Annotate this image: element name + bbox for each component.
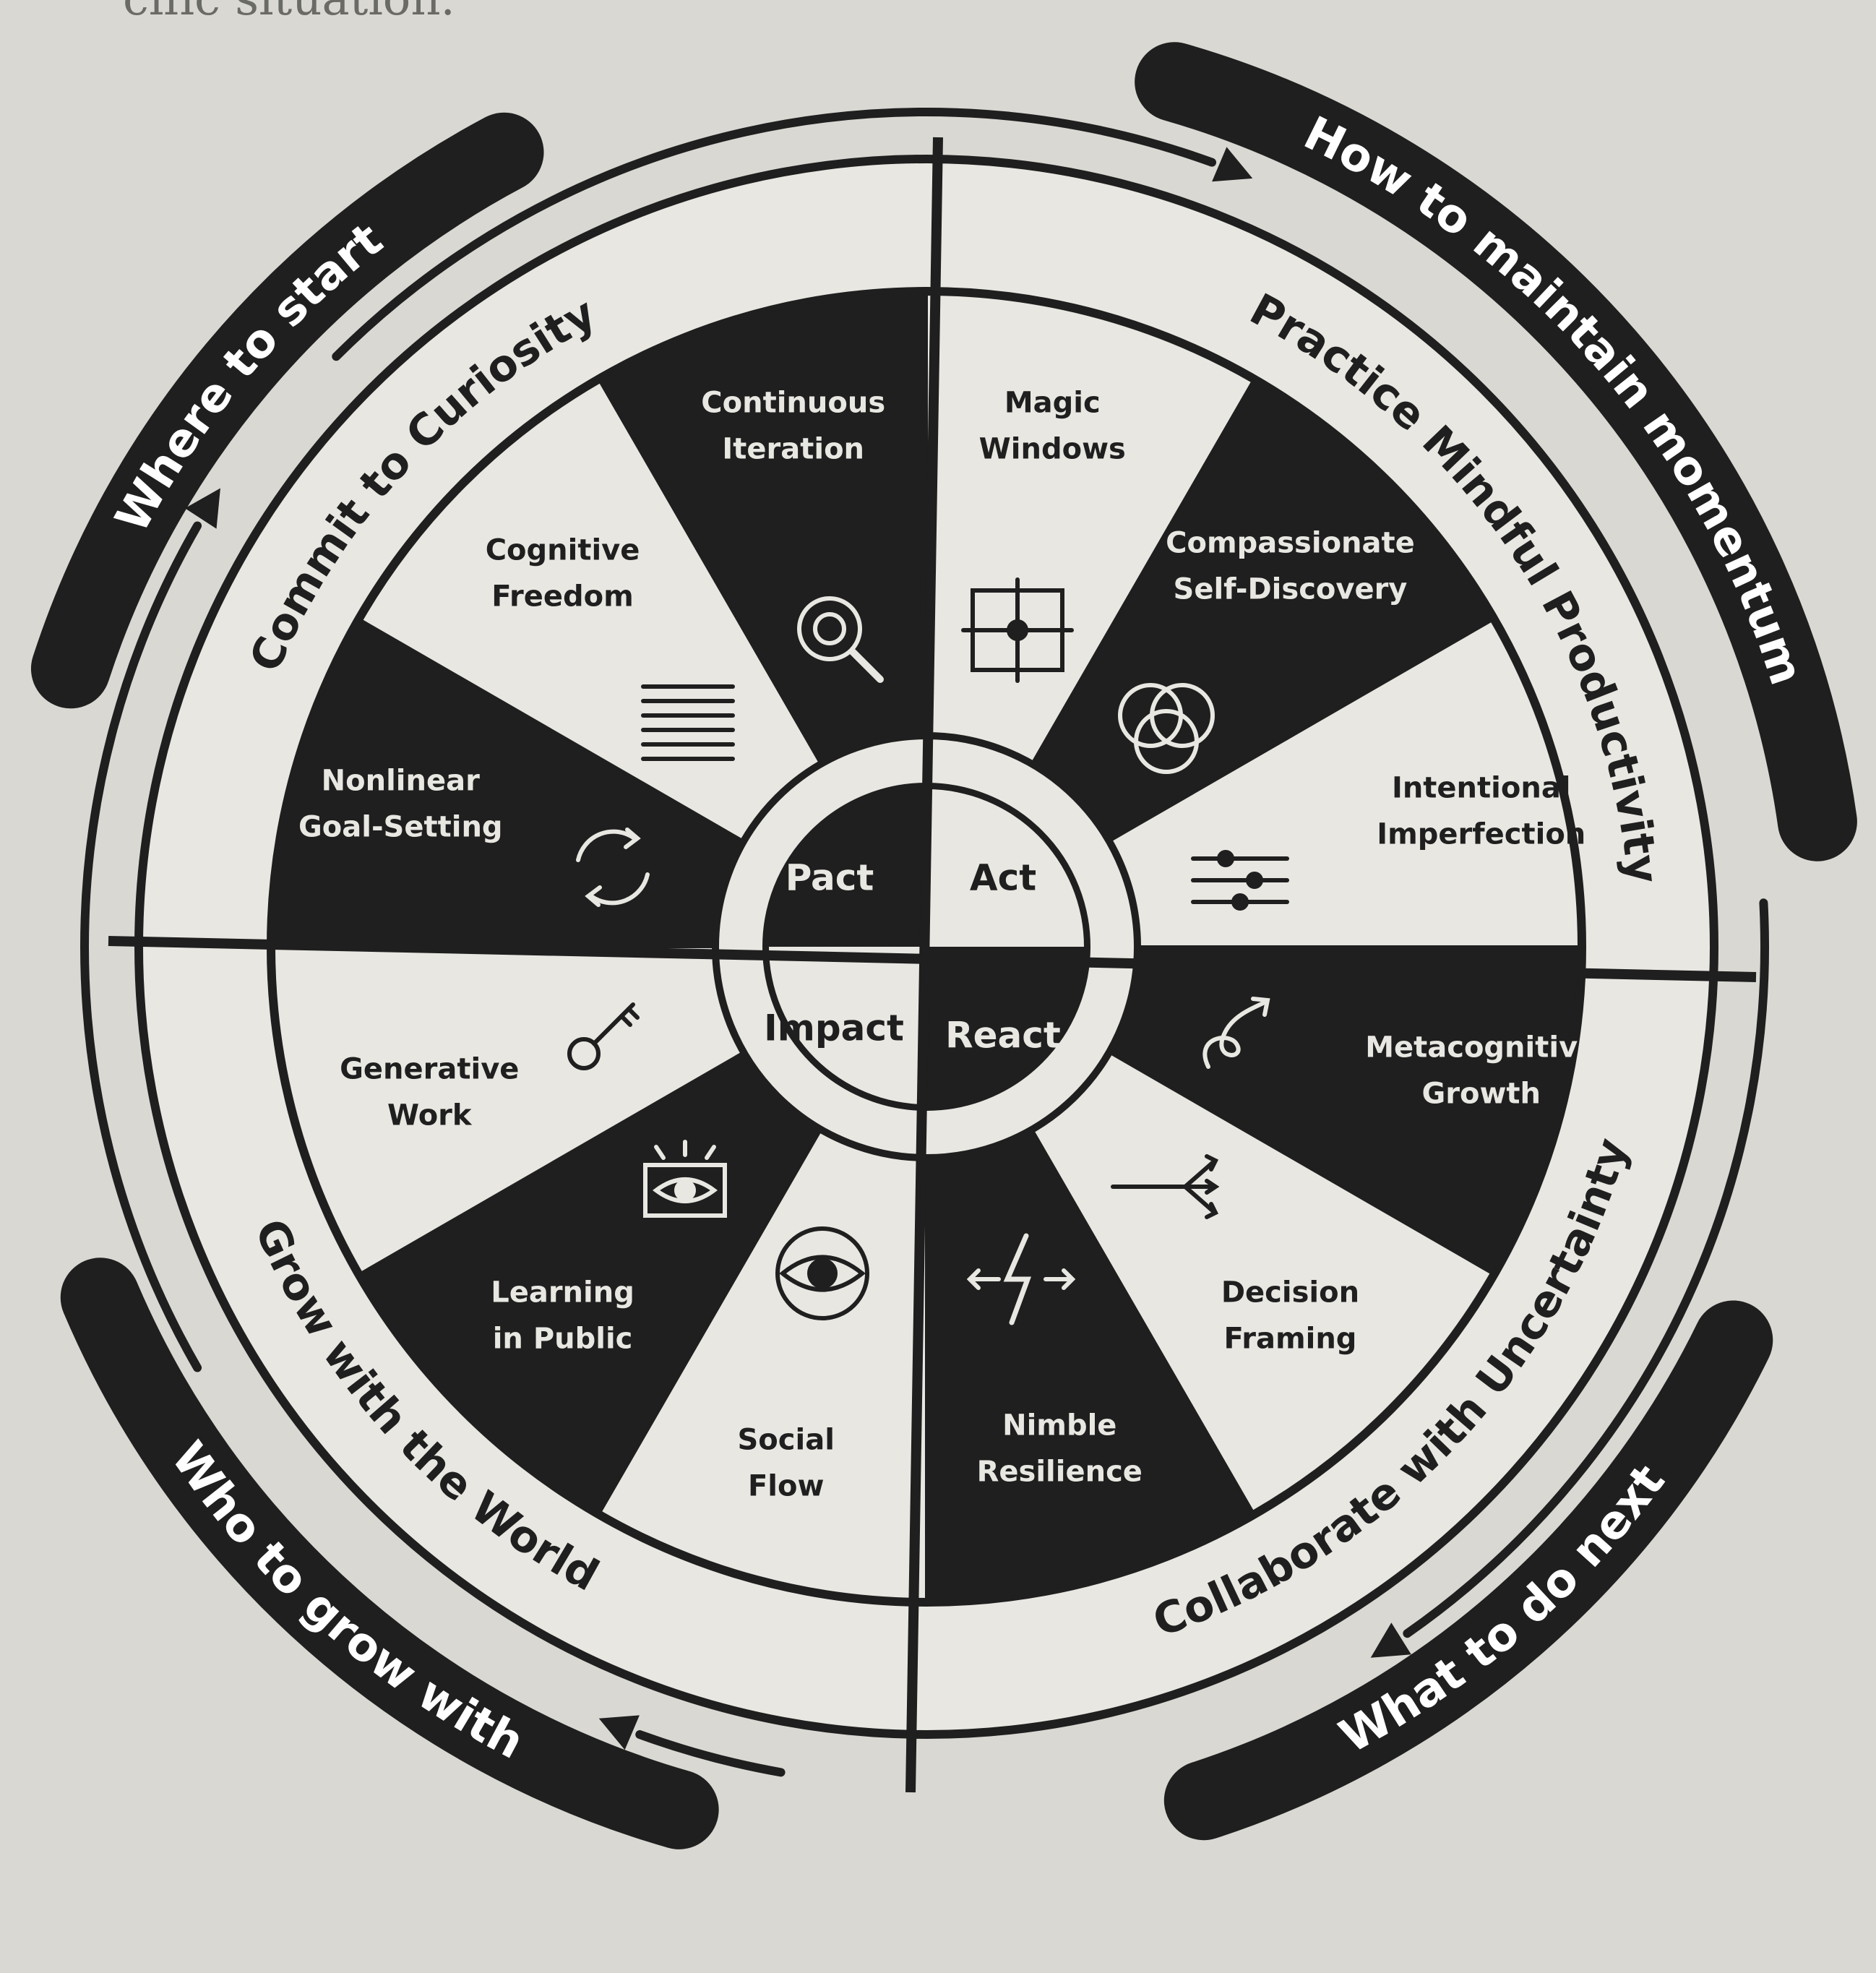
window-crosshair-icon [961,577,1074,683]
outer-pill [30,112,544,709]
eye-question-icon [775,1226,869,1320]
hub-quadrant [926,947,1084,1104]
cycle-arrow-head [598,1715,640,1750]
segment-wheel [272,292,1581,1602]
cycle-arrow-head [1212,147,1253,182]
magnifier-icon [797,596,884,683]
hub-label-react: React [945,1015,1061,1057]
hub-quadrant [769,789,926,947]
key-icon [567,1002,640,1070]
cycle-arrow-shaft [635,1730,786,1777]
cycle-arrow-shaft [332,108,1217,361]
outer-pill [1163,1300,1773,1841]
eye-frame-icon [643,1140,727,1218]
hub-quadrant [769,947,926,1104]
hub-label-act: Act [970,857,1036,899]
venn-circles-icon [1118,683,1215,774]
cycle-arrow-head [184,488,220,529]
lightning-arrows-icon [966,1233,1076,1325]
branching-arrows-icon [1111,1154,1220,1219]
cycle-arrows [80,108,1769,1777]
hub-quadrant [926,789,1084,947]
horizontal-axis [108,936,1757,982]
segment-icons [567,577,1289,1325]
vertical-axis [905,137,943,1793]
growth-loop-arrow-icon [1202,997,1270,1069]
page-top-caption: cific situation. [123,0,455,26]
quadrant-axes [108,137,1757,1793]
cycle-arrow-shaft [1403,898,1769,1638]
hub-label-pact: Pact [786,857,874,899]
hub-label-impact: Impact [764,1007,904,1049]
cycle-arrow-head [1370,1622,1411,1658]
outer-pill [60,1258,719,1849]
sliders-icon [1191,850,1289,911]
cycle-arrow-shaft [80,521,202,1372]
text-lines-icon [641,684,735,761]
cycle-question-icon [576,828,650,907]
outer-pill [1135,42,1857,861]
